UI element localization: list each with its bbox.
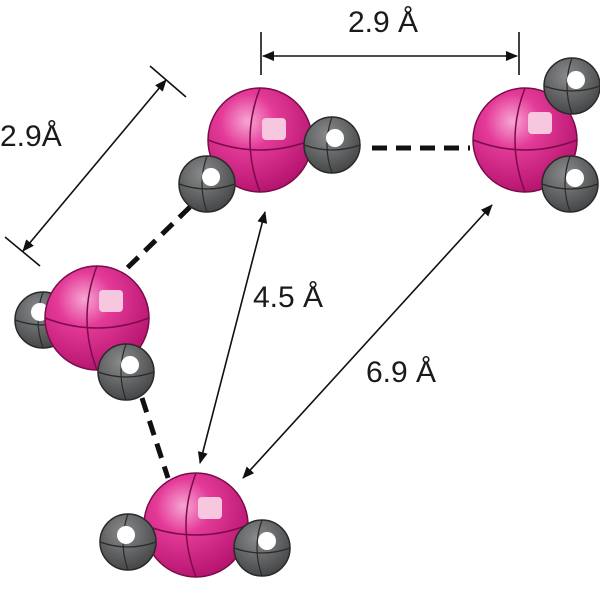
oxygen-atom (143, 472, 249, 578)
label-top-distance: 2.9 Å (348, 6, 418, 39)
hydrogen-atom (543, 57, 600, 115)
tick-left-upper (149, 65, 187, 98)
hydrogen-atom (178, 155, 236, 213)
water-molecule-bottom (99, 472, 291, 578)
label-left-distance: 2.9Å (0, 120, 62, 153)
water-molecule-top-right (472, 57, 600, 213)
water-molecule-top-left (178, 87, 361, 213)
hydrogen-atom (97, 343, 155, 401)
hbond-upper-left (118, 205, 192, 277)
distance-arrows (4, 32, 520, 479)
label-right-distance: 6.9 Å (366, 356, 436, 389)
hbond-lower-left (139, 397, 171, 479)
hydrogen-atom (99, 513, 157, 571)
arrow-left-distance (22, 79, 167, 252)
tick-left-lower (4, 236, 41, 267)
arrow-middle-distance (197, 211, 268, 464)
water-molecule-left (14, 265, 155, 401)
arrow-right-distance (242, 204, 493, 479)
oxygen-atom (207, 87, 313, 193)
hydrogen-atom (541, 155, 599, 213)
hydrogen-atom (303, 116, 361, 174)
label-middle-distance: 4.5 Å (253, 281, 323, 314)
hydrogen-atom (233, 519, 291, 577)
